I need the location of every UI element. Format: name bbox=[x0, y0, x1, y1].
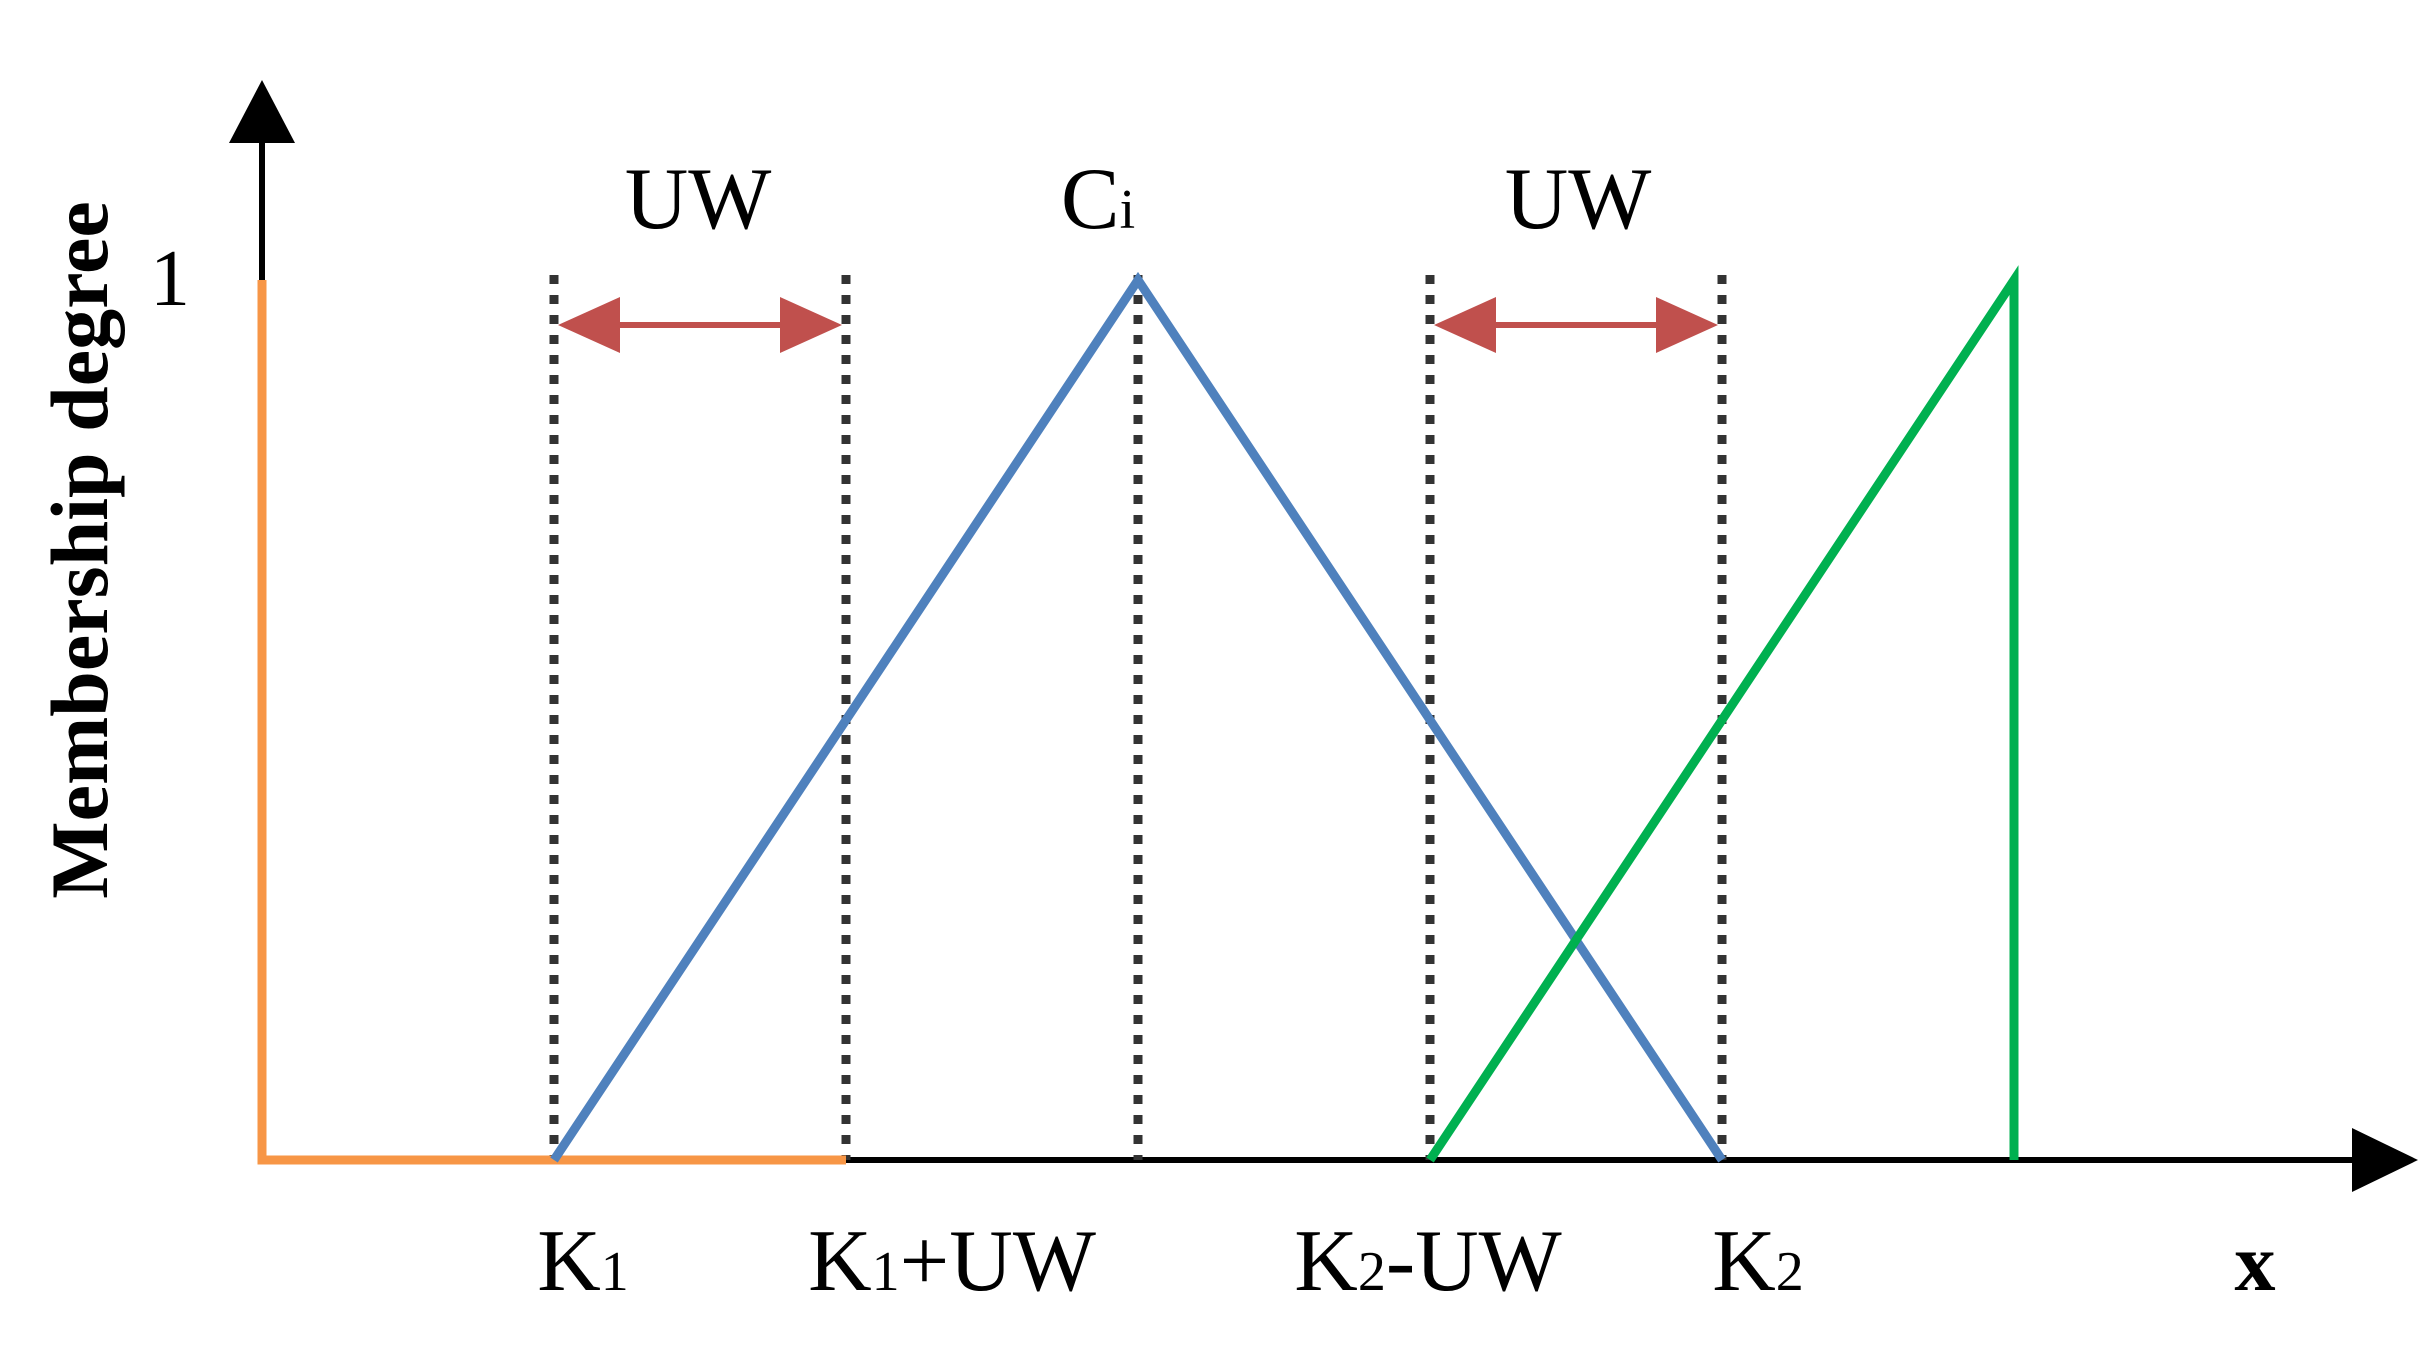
k1-uw-main: K bbox=[808, 1213, 872, 1310]
x-axis-title: x bbox=[2235, 1217, 2276, 1308]
ci-main: C bbox=[1061, 151, 1120, 248]
uw-right-label: UW bbox=[1505, 151, 1652, 248]
k2-uw-main: K bbox=[1294, 1213, 1358, 1310]
k2-label: K2 bbox=[1712, 1213, 1804, 1310]
membership-functions bbox=[257, 265, 2019, 1165]
uw-arrowhead-left-2 bbox=[1434, 297, 1496, 353]
uw-arrowhead-right-2 bbox=[1656, 297, 1718, 353]
center-mf bbox=[550, 271, 1726, 1163]
y-tick-label: 1 bbox=[150, 235, 190, 323]
k1-uw-label: K1+UW bbox=[808, 1213, 1096, 1310]
uw-arrowhead-left-1 bbox=[558, 297, 620, 353]
k2-sub: 2 bbox=[1776, 1241, 1804, 1303]
ci-label: Ci bbox=[1061, 151, 1135, 248]
k1-main: K bbox=[537, 1213, 601, 1310]
uw-arrows bbox=[558, 297, 1718, 353]
k1-uw-rest: +UW bbox=[900, 1213, 1096, 1310]
left-mf bbox=[257, 280, 846, 1165]
ci-sub: i bbox=[1120, 179, 1136, 241]
k1-label: K1 bbox=[537, 1213, 629, 1310]
x-axis-arrowhead bbox=[2352, 1128, 2418, 1192]
k1-sub: 1 bbox=[601, 1241, 629, 1303]
y-axis-arrowhead bbox=[229, 80, 295, 143]
k2-uw-rest: -UW bbox=[1386, 1213, 1562, 1310]
y-axis-title: Membership degree bbox=[34, 201, 125, 899]
k2-uw-label: K2-UW bbox=[1294, 1213, 1561, 1310]
right-mf bbox=[1426, 265, 2019, 1163]
k2-uw-sub: 2 bbox=[1358, 1241, 1386, 1303]
dotted-guides bbox=[549, 275, 1727, 1160]
k1-uw-sub: 1 bbox=[872, 1241, 900, 1303]
k2-main: K bbox=[1712, 1213, 1776, 1310]
uw-left-label: UW bbox=[625, 151, 772, 248]
uw-arrowhead-right-1 bbox=[780, 297, 842, 353]
